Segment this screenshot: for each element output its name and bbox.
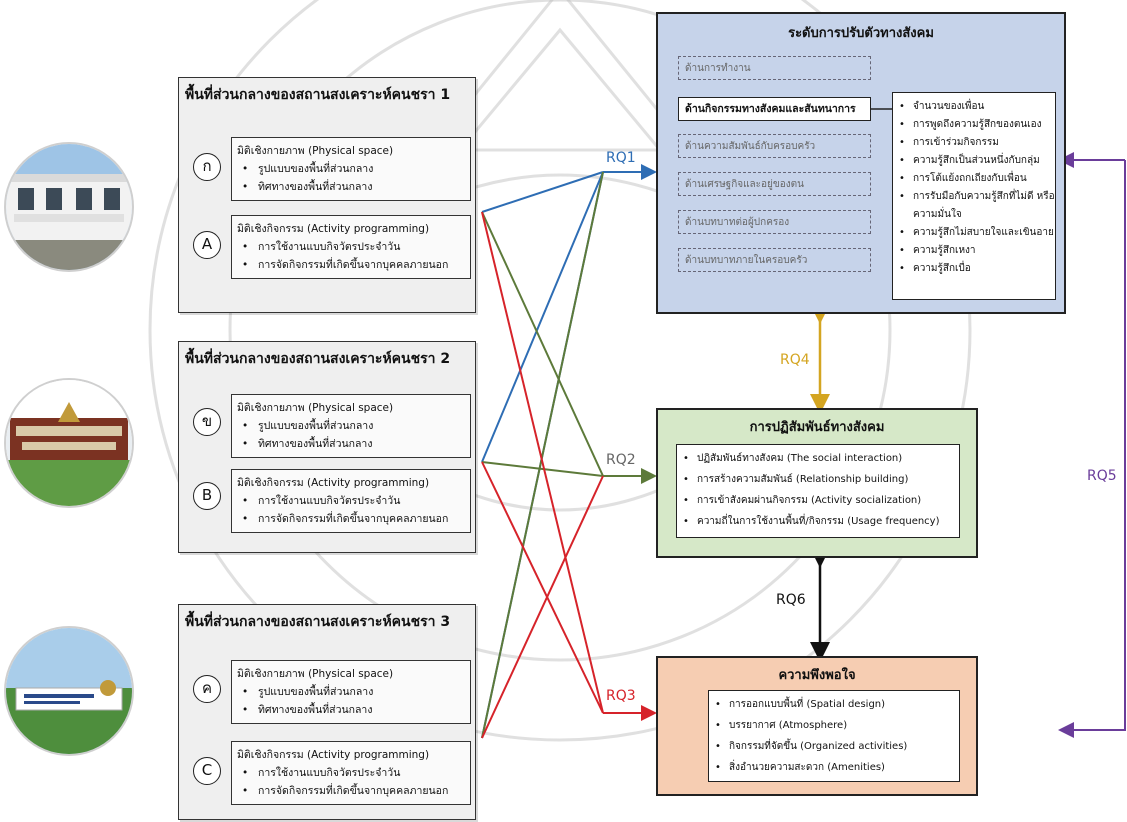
adaptation-dimmed-item: ด้านบทบาทภายในครอบครัว [678, 248, 871, 272]
activity-heading: มิติเชิงกิจกรรม (Activity programming) [237, 223, 430, 235]
activity-item: การจัดกิจกรรมที่เกิดขึ้นจากบุคคลภายนอก [242, 510, 448, 527]
site-3-box: พื้นที่ส่วนกลางของสถานสงเคราะห์คนชรา 3 ค… [178, 604, 476, 820]
physical-item: รูปแบบของพื้นที่ส่วนกลาง [242, 683, 373, 700]
satisfaction-items-box: การออกแบบพื้นที่ (Spatial design) บรรยาก… [708, 690, 960, 782]
adaptation-item: การเข้าร่วมกิจกรรม [899, 135, 999, 150]
adaptation-item: ความรู้สึกเบื่อ [899, 261, 971, 276]
site-1-physical-box: มิติเชิงกายภาพ (Physical space) รูปแบบขอ… [231, 137, 471, 201]
adaptation-dimmed-item: ด้านความสัมพันธ์กับครอบครัว [678, 134, 871, 158]
rq1-line-site2 [481, 171, 604, 463]
rq3-line-site3 [481, 475, 604, 739]
adaptation-item: การรับมือกับความรู้สึกที่ไม่ดี หรือ [899, 189, 1055, 204]
rq3-line-site2 [481, 461, 604, 714]
adaptation-item: การโต้แย้งถกเถียงกับเพื่อน [899, 171, 1027, 186]
satisfaction-title: ความพึงพอใจ [778, 668, 856, 683]
interaction-item: ความถี่ในการใช้งานพื้นที่/กิจกรรม (Usage… [683, 514, 940, 529]
site-3-marker-thai: ค [193, 675, 221, 703]
social-interaction-panel: การปฏิสัมพันธ์ทางสังคม ปฏิสัมพันธ์ทางสัง… [656, 408, 978, 558]
satisfaction-item: บรรยากาศ (Atmosphere) [715, 718, 847, 733]
rq6-label: RQ6 [776, 592, 806, 608]
satisfaction-item: การออกแบบพื้นที่ (Spatial design) [715, 697, 885, 712]
site-1-title: พื้นที่ส่วนกลางของสถานสงเคราะห์คนชรา 1 [185, 87, 451, 103]
highlight-connector [871, 108, 895, 110]
activity-item: การจัดกิจกรรมที่เกิดขึ้นจากบุคคลภายนอก [242, 782, 448, 799]
rq3-line-site1 [481, 211, 604, 714]
interaction-item: ปฏิสัมพันธ์ทางสังคม (The social interact… [683, 451, 902, 466]
activity-item: การใช้งานแบบกิจวัตรประจำวัน [242, 238, 400, 255]
satisfaction-panel: ความพึงพอใจ การออกแบบพื้นที่ (Spatial de… [656, 656, 978, 796]
adaptation-dimmed-item: ด้านการทำงาน [678, 56, 871, 80]
activity-item: การใช้งานแบบกิจวัตรประจำวัน [242, 492, 400, 509]
adaptation-item: ความรู้สึกไม่สบายใจและเขินอาย [899, 225, 1054, 240]
adaptation-item-continued: ความมั่นใจ [913, 209, 962, 220]
rq2-line-site1 [481, 211, 604, 477]
activity-item: การจัดกิจกรรมที่เกิดขึ้นจากบุคคลภายนอก [242, 256, 448, 273]
physical-item: ทิศทางของพื้นที่ส่วนกลาง [242, 701, 372, 718]
physical-item: ทิศทางของพื้นที่ส่วนกลาง [242, 435, 372, 452]
physical-heading: มิติเชิงกายภาพ (Physical space) [237, 145, 394, 157]
activity-item: การใช้งานแบบกิจวัตรประจำวัน [242, 764, 400, 781]
site-1-box: พื้นที่ส่วนกลางของสถานสงเคราะห์คนชรา 1 ก… [178, 77, 476, 313]
site-3-physical-box: มิติเชิงกายภาพ (Physical space) รูปแบบขอ… [231, 660, 471, 724]
rq5-bracket [1058, 160, 1126, 738]
rq2-line-site2 [481, 461, 604, 477]
satisfaction-item: กิจกรรมที่จัดขึ้น (Organized activities) [715, 739, 907, 754]
physical-heading: มิติเชิงกายภาพ (Physical space) [237, 402, 394, 414]
rq5-label: RQ5 [1087, 468, 1117, 484]
interaction-item: การสร้างความสัมพันธ์ (Relationship build… [683, 472, 908, 487]
adaptation-title: ระดับการปรับตัวทางสังคม [788, 26, 934, 41]
activity-heading: มิติเชิงกิจกรรม (Activity programming) [237, 477, 430, 489]
satisfaction-item: สิ่งอำนวยความสะดวก (Amenities) [715, 760, 885, 775]
physical-item: ทิศทางของพื้นที่ส่วนกลาง [242, 178, 372, 195]
site-2-box: พื้นที่ส่วนกลางของสถานสงเคราะห์คนชรา 2 ข… [178, 341, 476, 553]
rq2-line-site3 [481, 171, 604, 739]
adaptation-dimmed-item: ด้านบทบาทต่อผู้ปกครอง [678, 210, 871, 234]
adaptation-item: ความรู้สึกเหงา [899, 243, 976, 258]
site-3-activity-box: มิติเชิงกิจกรรม (Activity programming) ก… [231, 741, 471, 805]
site-1-activity-box: มิติเชิงกิจกรรม (Activity programming) ก… [231, 215, 471, 279]
site-3-title: พื้นที่ส่วนกลางของสถานสงเคราะห์คนชรา 3 [185, 614, 451, 630]
site-3-marker-latin: C [193, 757, 221, 785]
interaction-item: การเข้าสังคมผ่านกิจกรรม (Activity social… [683, 493, 921, 508]
site-2-title: พื้นที่ส่วนกลางของสถานสงเคราะห์คนชรา 2 [185, 351, 451, 367]
rq1-label: RQ1 [606, 150, 636, 166]
site-2-physical-box: มิติเชิงกายภาพ (Physical space) รูปแบบขอ… [231, 394, 471, 458]
rq4-label: RQ4 [780, 352, 810, 368]
interaction-items-box: ปฏิสัมพันธ์ทางสังคม (The social interact… [676, 444, 960, 538]
rq3-label: RQ3 [606, 688, 636, 704]
rq2-label: RQ2 [606, 452, 636, 468]
adaptation-highlight-item: ด้านกิจกรรมทางสังคมและสันทนาการ [678, 97, 871, 121]
adaptation-item: การพูดถึงความรู้สึกของตนเอง [899, 117, 1041, 132]
activity-heading: มิติเชิงกิจกรรม (Activity programming) [237, 749, 430, 761]
site-1-marker-latin: A [193, 231, 221, 259]
site-2-marker-thai: ข [193, 408, 221, 436]
physical-item: รูปแบบของพื้นที่ส่วนกลาง [242, 417, 373, 434]
physical-item: รูปแบบของพื้นที่ส่วนกลาง [242, 160, 373, 177]
physical-heading: มิติเชิงกายภาพ (Physical space) [237, 668, 394, 680]
interaction-title: การปฏิสัมพันธ์ทางสังคม [749, 420, 885, 435]
site-2-activity-box: มิติเชิงกิจกรรม (Activity programming) ก… [231, 469, 471, 533]
adaptation-item: ความรู้สึกเป็นส่วนหนึ่งกับกลุ่ม [899, 153, 1040, 168]
social-adaptation-panel: ระดับการปรับตัวทางสังคม ด้านการทำงาน ด้า… [656, 12, 1066, 314]
site-1-photo [4, 142, 134, 272]
adaptation-dimmed-item: ด้านเศรษฐกิจและอยู่ของตน [678, 172, 871, 196]
adaptation-items-box: จำนวนของเพื่อน การพูดถึงความรู้สึกของตนเ… [892, 92, 1056, 300]
adaptation-item: จำนวนของเพื่อน [899, 99, 984, 114]
site-2-marker-latin: B [193, 482, 221, 510]
rq1-line-site1 [481, 171, 604, 213]
site-1-marker-thai: ก [193, 153, 221, 181]
